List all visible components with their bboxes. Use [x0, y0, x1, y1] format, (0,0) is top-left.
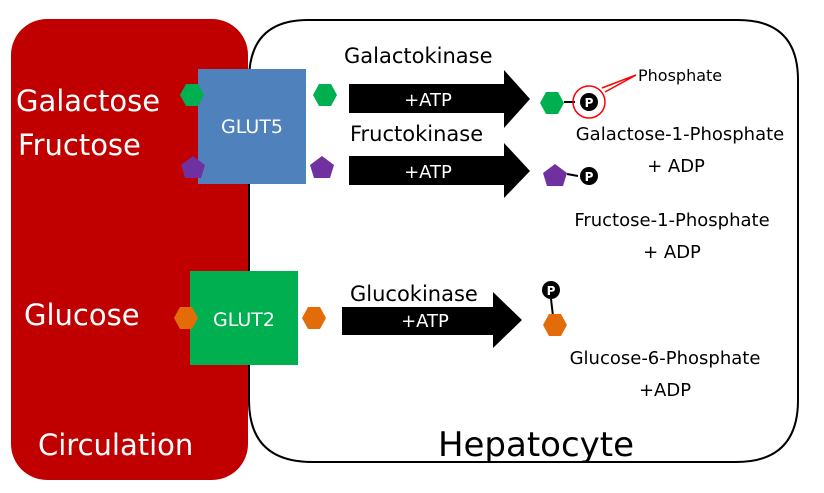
circulation-label: Circulation [38, 428, 193, 462]
fructose-label: Fructose [18, 128, 141, 162]
glucokinase-cofactor: +ATP [401, 311, 449, 332]
galactose-hexagon-inside [313, 84, 337, 106]
phosphate-symbol: P [585, 170, 594, 184]
glucose-adp-label: +ADP [639, 380, 691, 401]
fructose-pentagon-outside [181, 156, 205, 178]
phosphate-circle [580, 93, 598, 111]
galactokinase-arrow [349, 70, 530, 128]
glut2-label: GLUT2 [213, 309, 275, 331]
glucose-6-phosphate-hexagon [543, 314, 567, 336]
phosphate-bond [566, 173, 579, 177]
phosphate-symbol: P [547, 284, 556, 298]
glut2-transporter [190, 271, 298, 365]
galactose-1-phosphate-hexagon [540, 92, 564, 114]
glut5-transporter [198, 69, 306, 184]
phosphate-circle [580, 167, 598, 185]
glucose-hexagon-inside [302, 307, 326, 329]
phosphate-symbol: P [585, 96, 594, 110]
circulation-compartment [11, 19, 248, 480]
fructose-1-phosphate-label: Fructose-1-Phosphate [574, 210, 769, 231]
glucokinase-label: Glucokinase [350, 282, 478, 306]
galactose-1-phosphate-label: Galactose-1-Phosphate [576, 124, 785, 145]
fructokinase-cofactor: +ATP [404, 162, 452, 183]
phosphate-callout-label: Phosphate [638, 66, 722, 85]
phosphate-bond [550, 298, 554, 317]
glucose-6-phosphate-label: Glucose-6-Phosphate [570, 348, 761, 369]
glucose-label: Glucose [24, 298, 140, 332]
phosphate-callout-circle [572, 85, 606, 119]
fructokinase-arrow [349, 143, 530, 198]
glucokinase-arrow [342, 292, 522, 348]
galactokinase-cofactor: +ATP [404, 90, 452, 111]
fructose-1-phosphate-pentagon [543, 164, 567, 186]
hepatocyte-label: Hepatocyte [438, 425, 634, 465]
phosphate-callout-pointer [601, 74, 637, 93]
galactose-label: Galactose [16, 84, 160, 118]
galactose-hexagon-outside [180, 84, 204, 106]
fructose-adp-label: + ADP [643, 242, 701, 263]
glut5-label: GLUT5 [221, 116, 283, 138]
galactose-adp-label: + ADP [647, 156, 705, 177]
glucose-hexagon-outside [174, 307, 198, 329]
galactokinase-label: Galactokinase [344, 44, 493, 68]
phosphate-circle [542, 281, 560, 299]
fructose-pentagon-inside [310, 156, 334, 178]
fructokinase-label: Fructokinase [350, 122, 483, 146]
